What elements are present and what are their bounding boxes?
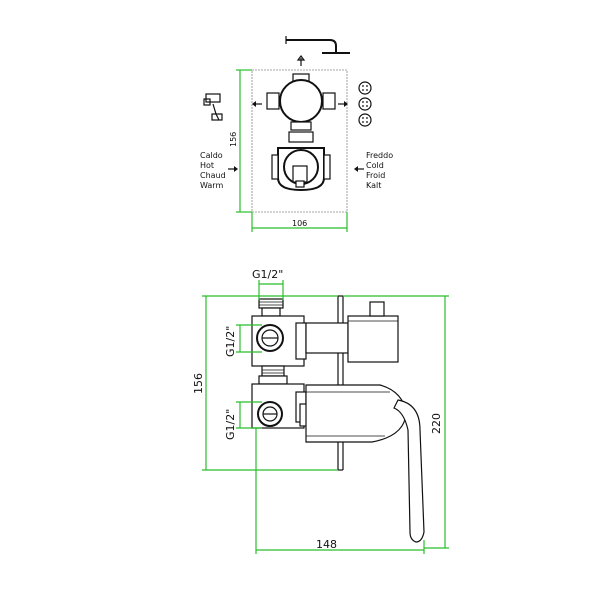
thread-upper-label: G1/2" <box>224 326 237 357</box>
top-width-dimension: 106 <box>251 212 348 232</box>
top-inlet-fitting <box>258 298 284 317</box>
depth-value: 148 <box>316 538 337 551</box>
lower-mixer-body <box>251 383 425 543</box>
hand-shower-icon <box>203 93 223 121</box>
cold-label-de: Kalt <box>366 181 381 190</box>
side-height-dimension: 156 <box>192 295 338 471</box>
side-height-value: 156 <box>192 373 205 394</box>
hot-label-en: Hot <box>200 161 214 170</box>
thread-top-label: G1/2" <box>252 268 283 281</box>
cold-label-fr: Froid <box>366 171 385 180</box>
middle-connector <box>258 365 288 385</box>
arrow-left-icon <box>252 101 262 107</box>
body-jets-icon <box>358 81 372 127</box>
top-thread-dimension <box>258 280 284 300</box>
lower-thread-dimension <box>236 401 262 429</box>
top-view: Caldo Hot Chaud Warm Freddo Cold Froid K… <box>200 36 393 232</box>
hot-label-it: Caldo <box>200 151 223 160</box>
thread-lower-label: G1/2" <box>224 409 237 440</box>
upper-diverter-body <box>251 301 399 367</box>
arrow-up-icon <box>296 55 306 66</box>
arrow-hot-inlet-icon <box>228 166 238 172</box>
side-view: G1/2" G1/2" G1/2" 156 <box>192 268 449 554</box>
shower-head-icon <box>285 36 350 54</box>
wall-plate-outline <box>251 69 348 213</box>
arrow-right-icon <box>338 101 348 107</box>
arrow-cold-inlet-icon <box>354 166 364 172</box>
upper-thread-dimension <box>236 324 262 353</box>
top-height-dimension: 156 <box>229 69 252 213</box>
mixer-body <box>271 147 331 192</box>
diverter-body <box>266 73 336 143</box>
top-height-value: 156 <box>229 132 238 147</box>
top-width-value: 106 <box>292 219 307 228</box>
cold-label-it: Freddo <box>366 151 393 160</box>
depth-dimension: 148 <box>255 428 425 554</box>
hot-label-fr: Chaud <box>200 171 226 180</box>
hot-label-de: Warm <box>200 181 223 190</box>
total-height-value: 220 <box>430 413 443 434</box>
total-height-dimension: 220 <box>343 295 449 549</box>
cold-label-en: Cold <box>366 161 384 170</box>
